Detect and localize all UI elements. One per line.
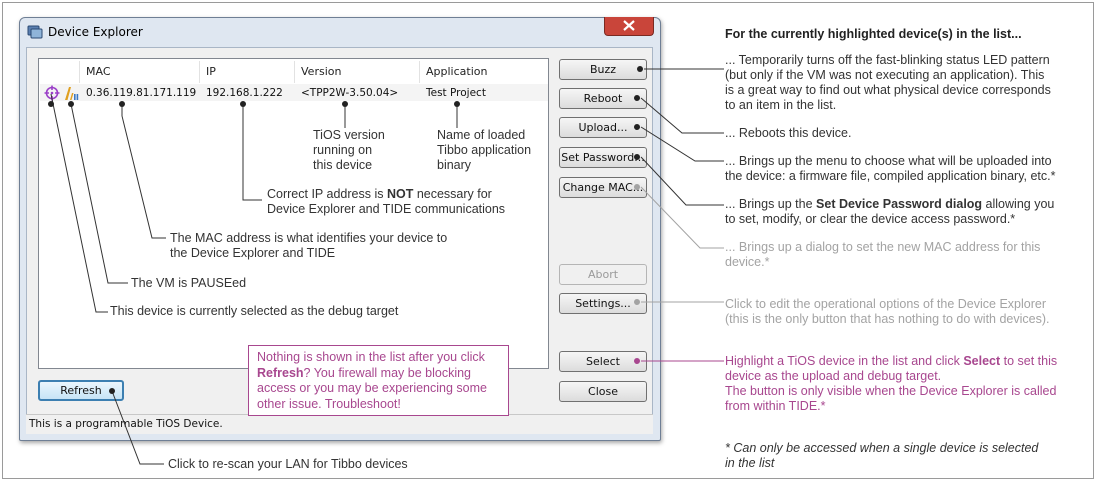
refresh-annotation: Click to re-scan your LAN for Tibbo devi…	[168, 457, 408, 471]
refresh-button[interactable]: Refresh	[38, 380, 124, 401]
buzz-description-line: ... Temporarily turns off the fast-blink…	[725, 53, 1050, 67]
select-description-line: device as the upload and debug target.	[725, 369, 942, 383]
cell-version: <TPP2W-3.50.04>	[301, 87, 399, 99]
ip-annotation: Correct IP address is NOT necessary for …	[267, 187, 505, 217]
column-header-ip[interactable]: IP	[200, 61, 295, 83]
column-header-application[interactable]: Application	[426, 65, 488, 78]
ip-annotation-text: necessary for	[413, 187, 492, 201]
password-description-emphasis: Set Device Password dialog	[816, 197, 983, 211]
buzz-description-line: (but only if the VM was not executing an…	[725, 68, 1045, 82]
application-annotation-line: Tibbo application	[437, 143, 532, 157]
select-description-emphasis: Select	[963, 354, 1001, 368]
settings-description-line: Click to edit the operational options of…	[725, 297, 1047, 311]
mac-annotation: The MAC address is what identifies your …	[170, 231, 447, 261]
footnote: * Can only be accessed when a single dev…	[725, 441, 1038, 471]
password-description-text: ... Brings up the	[725, 197, 817, 211]
close-button[interactable]: Close	[559, 381, 647, 402]
buzz-description-line: is a great way to find out what physical…	[725, 83, 1051, 97]
abort-button[interactable]: Abort	[559, 264, 647, 285]
change-mac-description-line: ... Brings up a dialog to set the new MA…	[725, 240, 1041, 254]
settings-description-line: (this is the only button that has nothin…	[725, 312, 1050, 326]
settings-button[interactable]: Settings...	[559, 293, 647, 314]
version-annotation-line: this device	[313, 158, 373, 172]
footnote-line: * Can only be accessed when a single dev…	[725, 441, 1039, 455]
vm-paused-icon	[65, 87, 79, 100]
cell-application: Test Project	[426, 87, 486, 99]
application-annotation-line: Name of loaded	[437, 128, 526, 142]
device-list[interactable]	[38, 58, 549, 369]
mac-annotation-line: The MAC address is what identifies your …	[170, 231, 448, 245]
column-header-icons[interactable]	[40, 61, 80, 83]
upload-description-line: the device: a firmware file, compiled ap…	[725, 169, 1056, 183]
mac-annotation-line: the Device Explorer and TIDE	[170, 246, 336, 260]
window-title: Device Explorer	[48, 25, 143, 39]
version-annotation-line: running on	[313, 143, 373, 157]
select-description-text: Highlight a TiOS device in the list and …	[725, 354, 964, 368]
buzz-description: ... Temporarily turns off the fast-blink…	[725, 53, 1051, 113]
change-mac-button[interactable]: Change MAC...	[559, 177, 647, 198]
reboot-button[interactable]: Reboot	[559, 88, 647, 109]
vm-paused-annotation: The VM is PAUSEed	[131, 276, 247, 290]
troubleshoot-callout: Nothing is shown in the list after you c…	[248, 345, 509, 416]
select-description-line: The button is only visible when the Devi…	[725, 384, 1057, 398]
buzz-button[interactable]: Buzz	[559, 59, 647, 80]
right-panel-heading: For the currently highlighted device(s) …	[725, 27, 1022, 41]
change-mac-description-line: device.*	[725, 255, 770, 269]
select-description-line: from within TIDE.*	[725, 399, 826, 413]
password-description-text: allowing you	[982, 197, 1055, 211]
change-mac-description: ... Brings up a dialog to set the new MA…	[725, 240, 1040, 270]
device-explorer-app-icon	[27, 25, 43, 39]
ip-annotation-line: Device Explorer and TIDE communications	[267, 202, 506, 216]
upload-description-line: ... Brings up the menu to choose what wi…	[725, 154, 1052, 168]
footnote-line: in the list	[725, 456, 775, 470]
cell-mac: 0.36.119.81.171.119	[86, 87, 197, 99]
column-header-version[interactable]: Version	[295, 61, 420, 83]
window-close-button[interactable]	[604, 17, 654, 36]
debug-target-annotation: This device is currently selected as the…	[110, 304, 399, 318]
reboot-description: ... Reboots this device.	[725, 126, 852, 140]
upload-description: ... Brings up the menu to choose what wi…	[725, 154, 1055, 184]
set-password-button[interactable]: Set Password...	[559, 147, 647, 168]
callout-emphasis: Refresh	[257, 365, 304, 380]
upload-button[interactable]: Upload...	[559, 117, 647, 138]
callout-text: Nothing is shown in the list after you c…	[257, 350, 485, 364]
buzz-description-line: to an item in the list.	[725, 98, 837, 112]
version-annotation-line: TiOS version	[313, 128, 385, 142]
select-description: Highlight a TiOS device in the list and …	[725, 354, 1057, 414]
column-header-mac[interactable]: MAC	[80, 61, 200, 83]
ip-annotation-text: Correct IP address is	[267, 187, 387, 201]
device-row[interactable]	[40, 84, 548, 101]
application-annotation: Name of loaded Tibbo application binary	[437, 128, 531, 173]
close-icon	[623, 20, 635, 31]
set-password-description: ... Brings up the Set Device Password di…	[725, 197, 1054, 227]
password-description-line: to set, modify, or clear the device acce…	[725, 212, 1016, 226]
ip-annotation-emphasis: NOT	[386, 187, 414, 201]
application-annotation-line: binary	[437, 158, 472, 172]
select-description-text: to set this	[1000, 354, 1058, 368]
version-annotation: TiOS version running on this device	[313, 128, 385, 173]
settings-description: Click to edit the operational options of…	[725, 297, 1050, 327]
cell-ip: 192.168.1.222	[206, 87, 283, 99]
callout-text: ? You firewall may be blocking access or…	[257, 365, 487, 411]
